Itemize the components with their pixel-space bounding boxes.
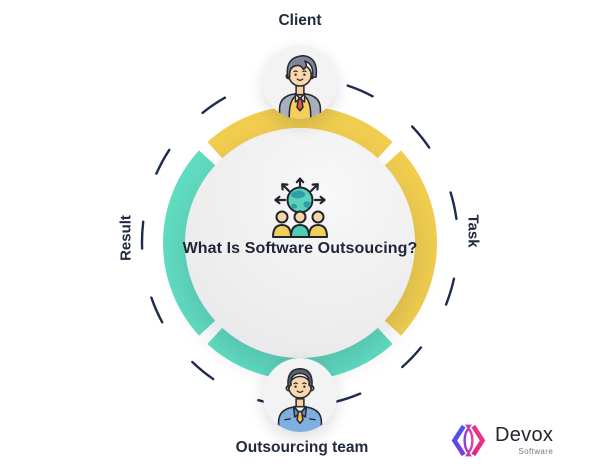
logo-text: Devox Software — [495, 425, 553, 456]
devox-hexagon-logo-icon — [451, 424, 486, 457]
label-task: Task — [464, 214, 482, 248]
client-avatar — [263, 45, 337, 119]
client-avatar-icon — [278, 54, 322, 119]
team-icon — [272, 210, 328, 238]
logo-name: Devox — [495, 424, 554, 446]
label-outsourcing-team: Outsourcing team — [235, 439, 369, 456]
label-client: Client — [278, 12, 322, 29]
devox-logo: Devox Software — [450, 422, 553, 459]
outward-arrows — [274, 177, 326, 205]
center-circle — [185, 128, 415, 358]
globe-arrows-team-icon — [272, 177, 328, 238]
logo-subtitle: Software — [518, 447, 554, 456]
label-result: Result — [117, 215, 135, 261]
diagram-title: What Is Software Outsoucing? — [182, 240, 418, 257]
ring-segment-right — [383, 150, 437, 336]
outsourcing-team-avatar — [263, 358, 337, 432]
ring-segment-left — [163, 150, 217, 336]
outer-dashed-circle — [140, 76, 460, 408]
globe-icon — [286, 186, 314, 214]
outsourcing-team-avatar-icon — [277, 367, 323, 432]
